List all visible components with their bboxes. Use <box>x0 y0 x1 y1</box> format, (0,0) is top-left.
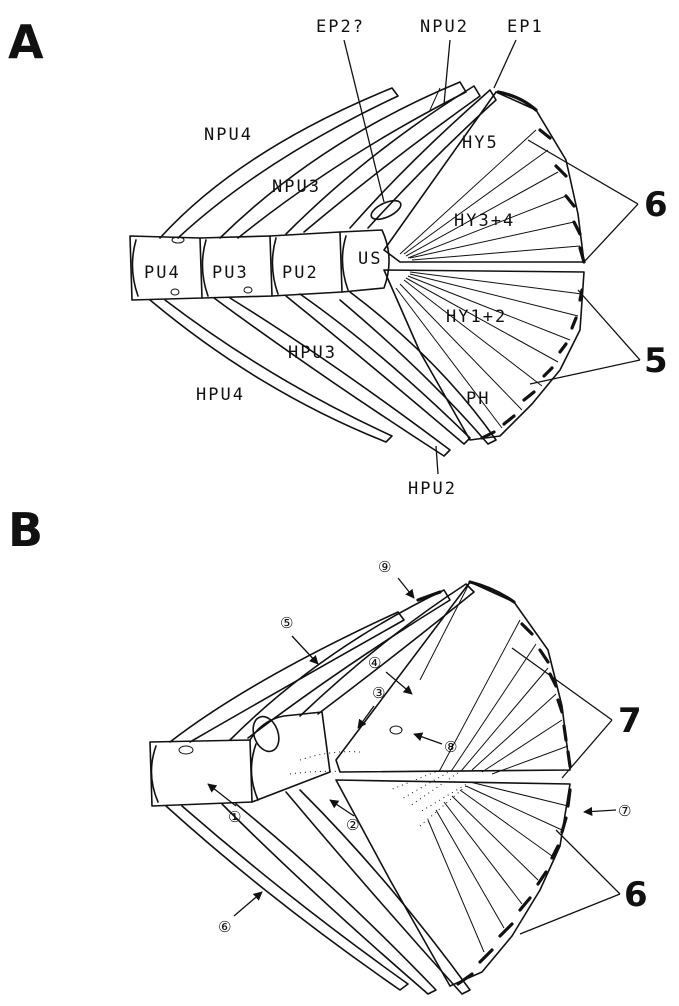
panel-b: B <box>8 503 648 994</box>
marker-9: ⑨ <box>378 558 391 576</box>
label-npu3: NPU3 <box>272 177 321 197</box>
label-pu2: PU2 <box>282 263 319 283</box>
label-npu2: NPU2 <box>420 17 469 37</box>
marker-2: ② <box>346 816 359 834</box>
arrow-marker-6 <box>234 892 262 916</box>
label-hy5: HY5 <box>462 133 499 153</box>
label-pu4: PU4 <box>144 263 181 283</box>
panel-a: A <box>8 15 668 499</box>
marker-5: ⑤ <box>280 614 293 632</box>
label-ph: PH <box>466 389 490 409</box>
panel-b-letter: B <box>8 503 43 557</box>
marker-3: ③ <box>372 684 385 702</box>
arrow-marker-3 <box>358 706 374 728</box>
label-hpu3: HPU3 <box>288 343 337 363</box>
marker-7: ⑦ <box>618 802 631 820</box>
label-ep2: EP2? <box>316 17 365 37</box>
callout-6b-line-top <box>556 830 620 894</box>
leader-npu2 <box>444 40 450 104</box>
leader-ep1 <box>494 40 516 88</box>
label-hpu2: HPU2 <box>408 479 457 499</box>
callout-5-a: 5 <box>644 341 668 381</box>
arrow-marker-8 <box>414 734 442 744</box>
callout-6-line-bottom <box>584 204 638 262</box>
callout-6-b: 6 <box>624 875 648 915</box>
callout-6-line-top <box>528 140 638 204</box>
callout-7-b: 7 <box>618 701 642 741</box>
marker-4: ④ <box>368 654 381 672</box>
callout-6-a: 6 <box>644 185 668 225</box>
leader-hpu2 <box>436 446 438 474</box>
callout-7-line-bottom <box>562 720 612 778</box>
label-hy34: HY3+4 <box>454 211 515 231</box>
label-pu3: PU3 <box>212 263 249 283</box>
callout-5-line-top <box>578 290 640 360</box>
marker-6: ⑥ <box>218 918 231 936</box>
label-us: US <box>358 249 382 269</box>
label-hpu4: HPU4 <box>196 385 245 405</box>
label-hy12: HY1+2 <box>446 307 507 327</box>
arrow-marker-5 <box>292 636 318 664</box>
arrow-marker-7 <box>584 810 616 812</box>
label-ep1: EP1 <box>507 17 544 37</box>
marker-1: ① <box>228 808 241 826</box>
arrow-marker-9 <box>398 578 414 598</box>
panel-a-letter: A <box>8 15 44 69</box>
marker-8: ⑧ <box>444 738 457 756</box>
callout-6b-line-bottom <box>520 894 620 934</box>
label-npu4: NPU4 <box>204 125 253 145</box>
